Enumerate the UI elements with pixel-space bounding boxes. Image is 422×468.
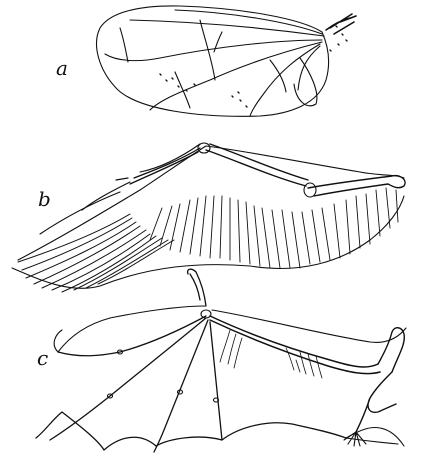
bird-wing-radius (210, 144, 308, 180)
insect-wing (97, 6, 356, 116)
bat-wing-forearm (210, 316, 380, 374)
insect-wing-vein (120, 28, 128, 62)
figure-label-b: b (38, 189, 51, 209)
insect-wing-vein (175, 72, 190, 108)
insect-wing-vein (130, 20, 324, 36)
bird-wing-humerus-head (304, 183, 316, 197)
insect-wing-vein (214, 32, 222, 52)
bat-wing-shading (220, 330, 322, 378)
bat-wing-joint (201, 310, 211, 318)
bat-wing-tip (54, 306, 206, 352)
bird-wing-carpals (130, 148, 200, 184)
bird-wing-secondaries (150, 188, 398, 268)
insect-wing-vein (150, 42, 322, 110)
figure-label-c: c (37, 348, 48, 368)
bat-wing-propatagium (212, 310, 406, 342)
bat-wing-thumb (188, 269, 206, 306)
bat-wing-digit-5 (210, 322, 222, 440)
bird-wing-ulna (206, 150, 306, 186)
bird-wing (12, 143, 405, 292)
bat-wing (36, 269, 406, 452)
figure-label-a: a (56, 58, 68, 78)
insect-wing-vein (250, 44, 320, 116)
bat-wing-digit-4 (154, 320, 208, 452)
insect-wing-stipple (160, 26, 347, 107)
bird-wing-humerus (308, 176, 405, 196)
insect-wing-vein (298, 46, 320, 90)
insect-wing-base (326, 14, 356, 34)
bat-wing-foot (344, 432, 366, 446)
bat-wing-leg (356, 372, 396, 432)
bat-wing-membrane-edge (346, 438, 398, 444)
